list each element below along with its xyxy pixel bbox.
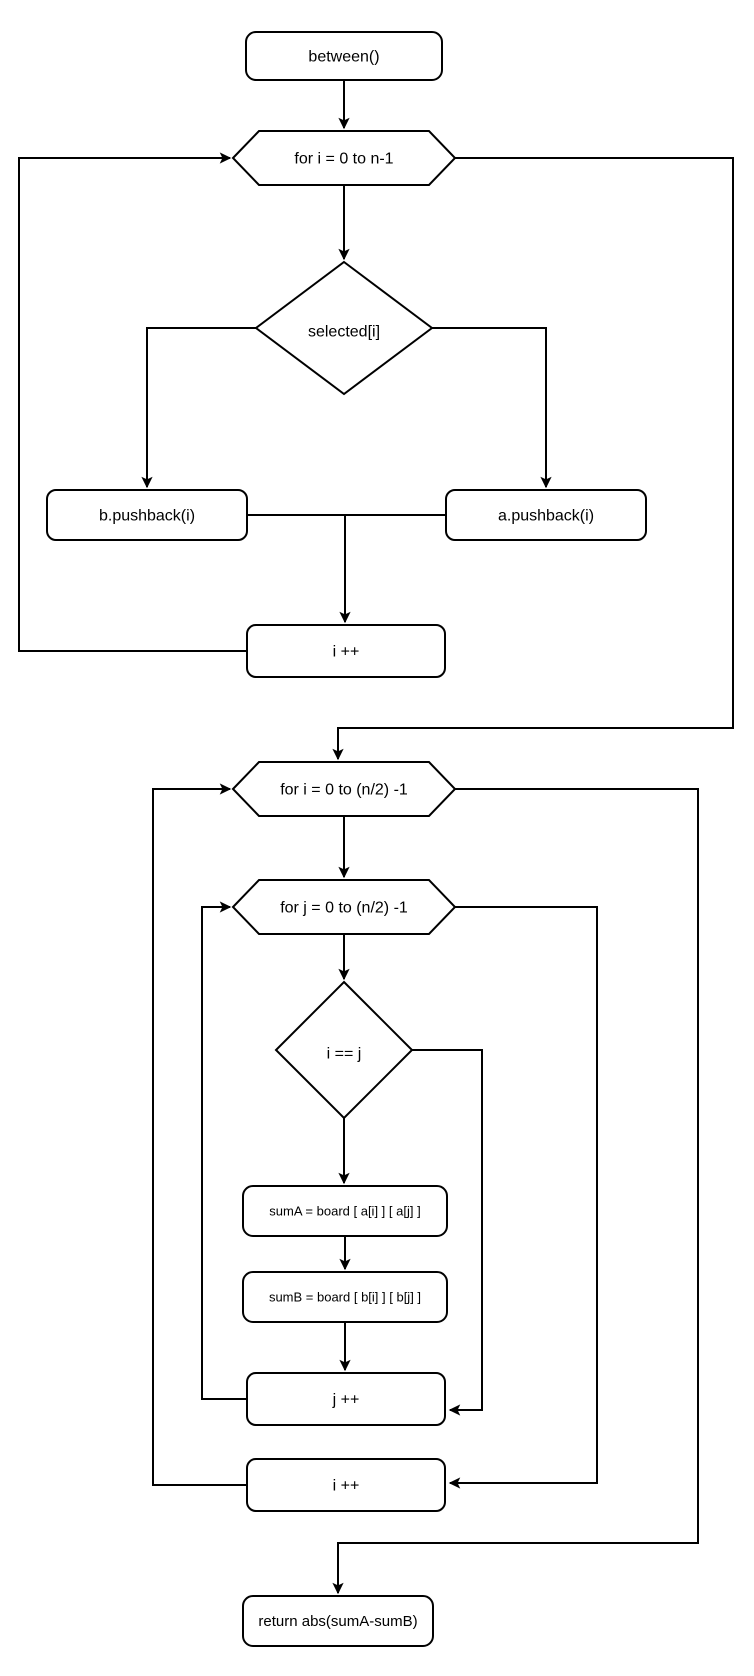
node-start-shape <box>245 31 443 81</box>
edge-selected-to-push-b <box>141 327 256 489</box>
node-inc-i-2-label: i ++ <box>333 1478 360 1495</box>
node-return-label: return abs(sumA-sumB) <box>258 1613 417 1630</box>
node-selected-decision-shape <box>254 260 434 396</box>
edge-inc-i-1-loopback <box>18 152 247 652</box>
node-start-label: between() <box>308 49 379 66</box>
edge-loop-i-exit-to-loop-i-half <box>332 157 734 761</box>
node-sum-b-shape <box>242 1271 448 1323</box>
node-loop-i-n-shape <box>231 130 457 186</box>
edge-loop-i-half-exit-to-return <box>332 788 699 1595</box>
node-i-eq-j-decision-shape <box>274 980 414 1120</box>
node-return-shape <box>242 1595 434 1647</box>
edge-inc-j-loopback <box>201 901 247 1400</box>
edge-loop-j-exit-to-inc-i-2 <box>448 906 598 1489</box>
node-inc-i-2-shape <box>246 1458 446 1512</box>
node-push-a-shape <box>445 489 647 541</box>
node-inc-j-shape <box>246 1372 446 1426</box>
edge-selected-to-push-a <box>432 327 552 489</box>
edge-inc-i-2-loopback <box>152 783 247 1486</box>
node-inc-j-label: j ++ <box>332 1392 360 1409</box>
node-push-a-label: a.pushback(i) <box>498 508 594 525</box>
node-loop-j-half-label: for j = 0 to (n/2) -1 <box>280 900 408 917</box>
node-push-b-label: b.pushback(i) <box>99 508 195 525</box>
node-selected-label: selected[i] <box>308 324 380 341</box>
node-sum-b-label: sumB = board [ b[i] ] [ b[j] ] <box>269 1290 421 1305</box>
edges-layer <box>18 80 734 1595</box>
node-loop-i-half-shape <box>231 761 457 817</box>
node-i-eq-j-label: i == j <box>327 1046 362 1063</box>
node-loop-j-half-shape <box>231 879 457 935</box>
node-inc-i-1-label: i ++ <box>333 644 360 661</box>
node-push-b-shape <box>46 489 248 541</box>
nodes-layer <box>46 31 647 1647</box>
node-inc-i-1-shape <box>246 624 446 678</box>
node-sum-a-label: sumA = board [ a[i] ] [ a[j] ] <box>269 1204 420 1219</box>
labels-layer: between() for i = 0 to n-1 selected[i] b… <box>99 49 594 1631</box>
node-loop-i-n-label: for i = 0 to n-1 <box>294 151 393 168</box>
edge-i-eq-j-bypass-to-inc-j <box>412 1049 483 1416</box>
node-sum-a-shape <box>242 1185 448 1237</box>
node-loop-i-half-label: for i = 0 to (n/2) -1 <box>280 782 408 799</box>
